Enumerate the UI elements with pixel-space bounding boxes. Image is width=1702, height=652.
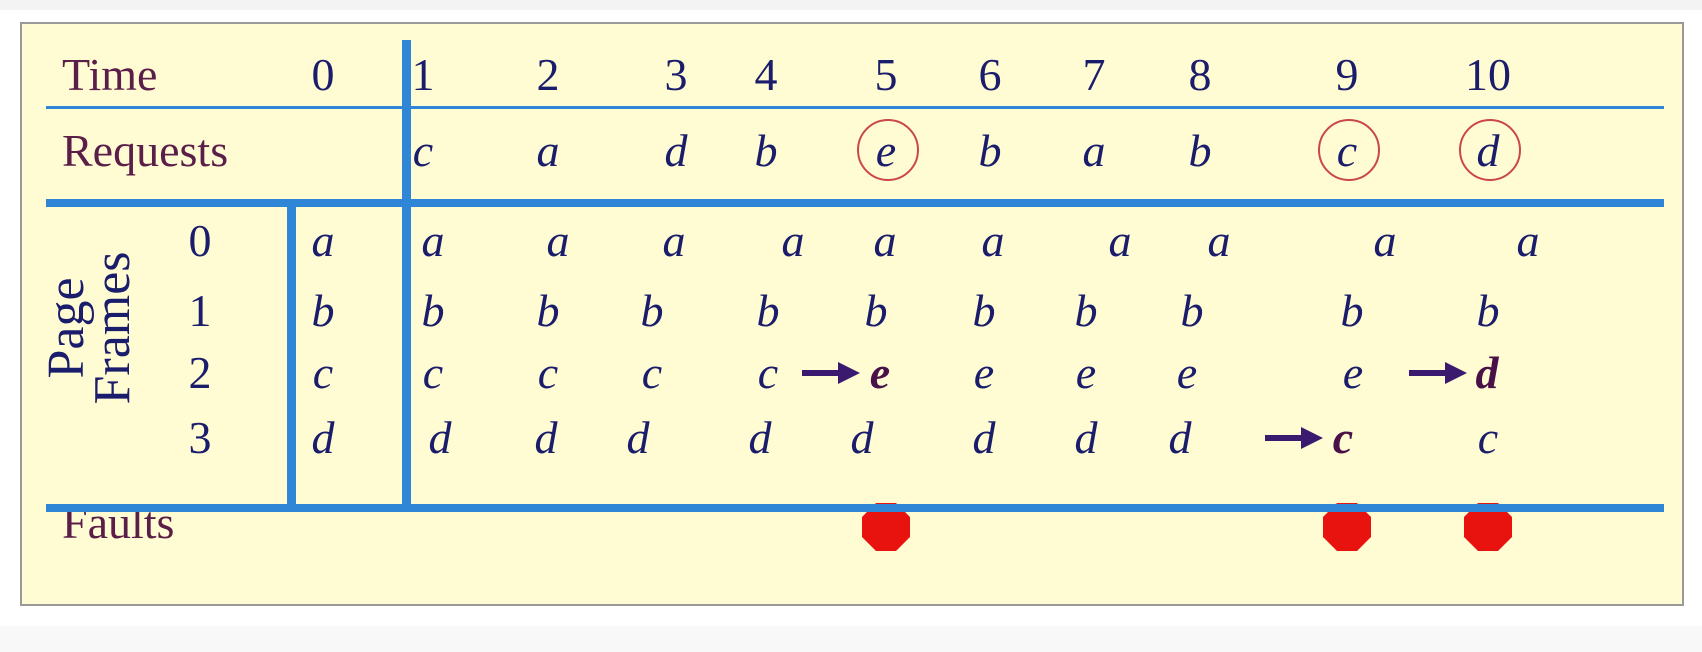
frame-number: 0 [188,215,212,266]
frame-cell: c [641,347,663,398]
fault-request-circle [1459,119,1521,181]
request-value: a [1082,125,1106,176]
frame-cell: b [536,285,560,336]
fault-request-circle [1318,119,1380,181]
frame-cell: a [662,215,686,266]
page-frames-label-line: Frames [83,251,141,405]
frame-cell: a [546,215,570,266]
replaced-page-cell: d [1475,347,1499,398]
page-background-top [0,0,1702,10]
frame-cell: d [311,412,335,463]
page-replacement-table [20,22,1684,606]
fault-request-circle [857,119,919,181]
time-value: 0 [311,49,335,100]
time-label: Time [62,49,158,100]
frame-cell: d [534,412,558,463]
replaced-page-cell: e [869,347,891,398]
request-value: b [1188,125,1212,176]
time-value: 4 [754,49,778,100]
time-value: 3 [664,49,688,100]
replaced-page-cell: c [1332,412,1354,463]
time-value: 5 [874,49,898,100]
frame-cell: c [537,347,559,398]
time-value: 9 [1335,49,1359,100]
requests-label: Requests [62,125,229,176]
time-value: 6 [978,49,1002,100]
frame-cell: b [1180,285,1204,336]
frame-cell: e [1176,347,1198,398]
frame-cell: b [756,285,780,336]
frame-cell: d [428,412,452,463]
frame-cell: c [422,347,444,398]
fault-marker-icon [1464,503,1512,551]
time-value: 1 [411,49,435,100]
replacement-arrow-icon [802,362,860,384]
request-value: a [536,125,560,176]
request-value: d [664,125,688,176]
page-frames-label-line: Page [38,277,95,379]
frame-cell: a [421,215,445,266]
frame-cell: c [1477,412,1499,463]
time-value: 8 [1188,49,1212,100]
frame-cell: a [1108,215,1132,266]
frame-cell: b [972,285,996,336]
frame-cell: d [972,412,996,463]
frame-cell: a [981,215,1005,266]
frame-cell: b [311,285,335,336]
request-value: b [754,125,778,176]
time-divider [46,106,1664,109]
frame-cell: a [1373,215,1397,266]
frame-number-divider [287,205,296,510]
frame-cell: b [1476,285,1500,336]
time-value: 10 [1465,49,1511,100]
frame-cell: a [873,215,897,266]
page-background-bottom [0,626,1702,652]
frame-cell: e [1075,347,1097,398]
frame-cell: c [757,347,779,398]
fault-marker-icon [862,503,910,551]
frame-cell: a [781,215,805,266]
request-value: c [412,125,434,176]
replacement-arrow-icon [1409,362,1467,384]
frame-cell: d [626,412,650,463]
frame-cell: d [1074,412,1098,463]
replacement-arrow-icon [1265,427,1323,449]
fault-marker-icon [1323,503,1371,551]
frame-number: 1 [188,285,212,336]
frame-number: 3 [188,412,212,463]
time-value: 7 [1082,49,1106,100]
frame-cell: e [1342,347,1364,398]
frame-cell: a [1516,215,1540,266]
frame-cell: d [748,412,772,463]
frame-cell: e [973,347,995,398]
frame-cell: b [1074,285,1098,336]
frame-cell: d [850,412,874,463]
frame-cell: a [311,215,335,266]
frame-cell: b [640,285,664,336]
frame-cell: b [1340,285,1364,336]
frames-divider [46,504,1664,512]
frame-cell: b [421,285,445,336]
frame-cell: b [864,285,888,336]
request-value: b [978,125,1002,176]
frame-cell: c [312,347,334,398]
header-divider [402,40,411,510]
time-value: 2 [536,49,560,100]
frame-number: 2 [188,347,212,398]
frame-cell: d [1168,412,1192,463]
requests-divider [46,199,1664,207]
frame-cell: a [1207,215,1231,266]
